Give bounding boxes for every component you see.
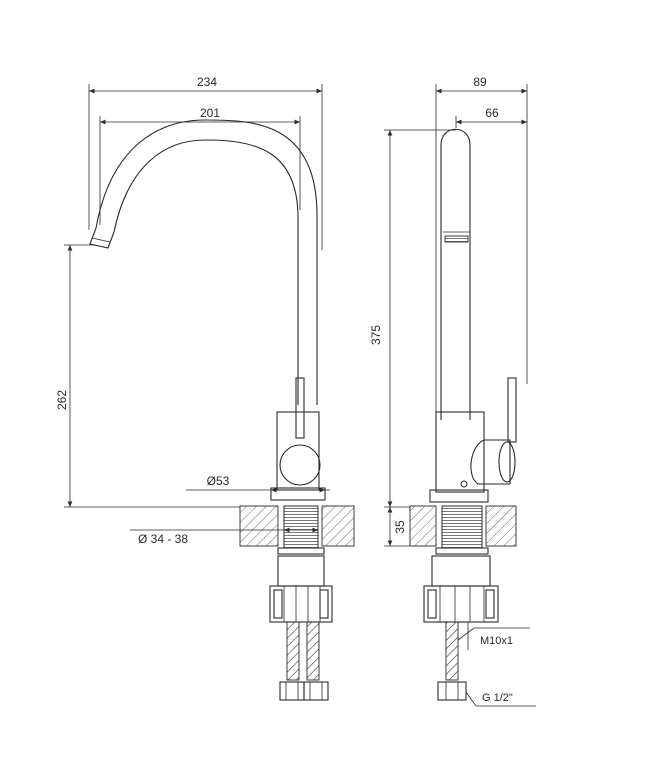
dim-overall-reach: 234	[197, 75, 217, 89]
side-mounting-nut	[431, 555, 491, 587]
side-hose-nut	[437, 681, 467, 701]
front-hose-right	[306, 621, 320, 681]
dim-spout-reach: 201	[200, 106, 220, 120]
dim-spout-height: 262	[55, 390, 69, 410]
side-body	[435, 411, 485, 493]
front-hose-left	[286, 621, 300, 681]
front-deck-left	[239, 505, 279, 547]
front-hose-nut-right	[303, 681, 329, 701]
side-lever-rod	[507, 377, 517, 443]
side-spout	[440, 128, 471, 420]
label-connection-thread: G 1/2"	[482, 692, 513, 704]
front-body	[276, 411, 320, 491]
front-spout-outer	[95, 119, 318, 405]
dim-base-diameter: Ø53	[207, 474, 230, 488]
side-view: 89 66 375 35 M10x1 G 1/2"	[369, 75, 536, 707]
front-spout-inner	[113, 139, 299, 405]
dim-total-height: 375	[369, 325, 383, 345]
label-hose-thread: M10x1	[480, 635, 513, 647]
front-lever-knob	[279, 444, 321, 486]
side-base-flange	[429, 489, 489, 503]
front-hose-nut-left	[279, 681, 305, 701]
side-deck-left	[409, 505, 437, 547]
front-view: 234 201 262 Ø53 Ø 34 - 38	[55, 75, 355, 701]
front-threaded-shank	[283, 505, 319, 549]
side-hose	[445, 621, 459, 681]
dim-spout-depth: 66	[485, 106, 499, 120]
front-lever-rod	[295, 377, 305, 439]
side-lever-housing	[470, 439, 511, 485]
side-threaded-shank	[441, 505, 483, 549]
dim-hole-diameter: Ø 34 - 38	[138, 532, 188, 546]
dim-deck-thickness: 35	[393, 520, 407, 534]
front-spout-tip	[89, 227, 115, 249]
front-deck-right	[321, 505, 355, 547]
side-aerator	[444, 235, 469, 243]
dim-side-depth: 89	[473, 75, 487, 89]
front-mounting-nut	[277, 555, 325, 587]
side-deck-right	[485, 505, 517, 547]
